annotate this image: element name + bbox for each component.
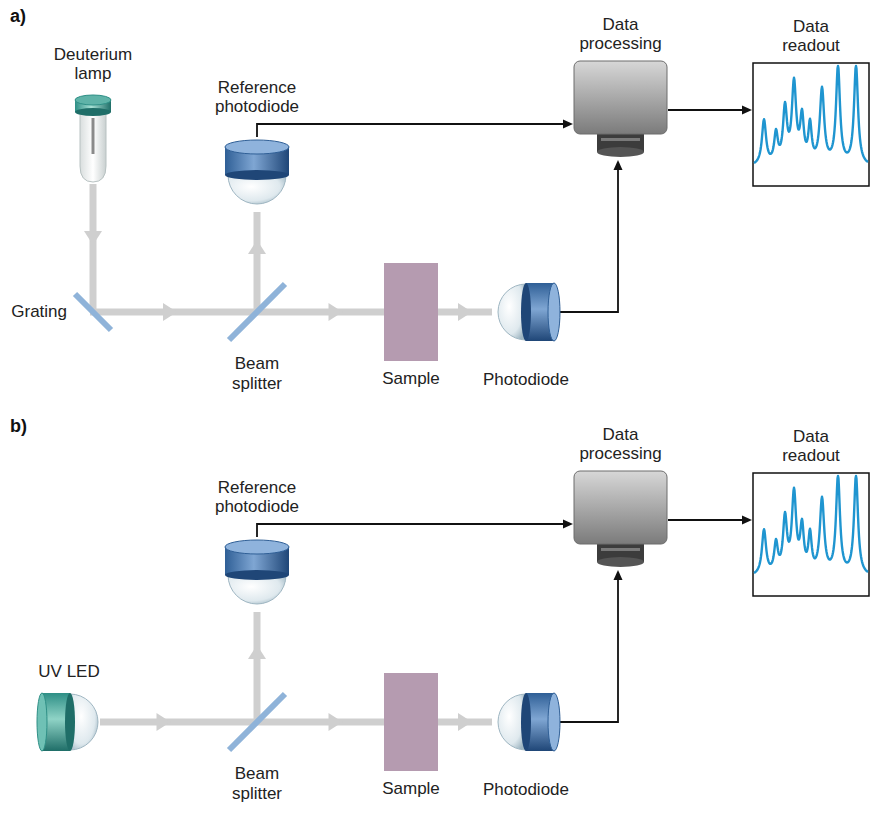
readout-display: Data readout xyxy=(752,62,870,187)
connector-line xyxy=(668,109,743,111)
panel-letter: a) xyxy=(10,6,26,27)
dp-icon xyxy=(573,470,668,570)
splitter-icon xyxy=(227,282,287,342)
arrow-head xyxy=(458,713,472,731)
reference-detector: Reference photodiode xyxy=(222,137,292,212)
light-source: UV LED xyxy=(38,690,100,754)
arrow-head xyxy=(248,240,266,254)
arrow-head xyxy=(84,231,102,245)
refpd-icon xyxy=(222,137,292,212)
component-label: Photodiode xyxy=(483,370,569,390)
component-label: Deuterium lamp xyxy=(47,45,139,84)
arrow-head xyxy=(742,516,752,525)
grating-optic: Grating xyxy=(73,292,113,332)
light-beam xyxy=(113,303,227,321)
signal-arrow xyxy=(257,520,573,538)
light-beam xyxy=(287,713,384,731)
led-icon xyxy=(38,690,100,754)
beam-splitter: Beam splitter xyxy=(227,282,287,342)
readout-icon xyxy=(752,472,870,597)
arrow-head xyxy=(329,713,343,731)
component-label: Sample xyxy=(382,779,440,799)
component-label: Data readout xyxy=(771,427,851,466)
signal-arrow xyxy=(560,570,623,722)
arrow-head xyxy=(329,303,343,321)
processor-box: Data processing xyxy=(573,470,668,570)
light-beam xyxy=(438,713,492,731)
lamp-icon xyxy=(72,92,114,184)
signal-arrow xyxy=(668,106,752,115)
arrow-head xyxy=(248,645,266,659)
component-label: Sample xyxy=(382,369,440,389)
arrow-head xyxy=(742,106,752,115)
arrow-head xyxy=(163,303,177,321)
component-label: Beam splitter xyxy=(217,354,297,393)
arrow-head xyxy=(614,570,623,580)
processor-box: Data processing xyxy=(573,60,668,160)
readout-display: Data readout xyxy=(752,472,870,597)
component-label: Data readout xyxy=(771,17,851,56)
reference-detector: Reference photodiode xyxy=(222,537,292,612)
component-label: Photodiode xyxy=(483,780,569,800)
readout-icon xyxy=(752,62,870,187)
connector-line xyxy=(560,169,618,312)
component-label: Beam splitter xyxy=(217,764,297,803)
sample-cell: Sample xyxy=(384,673,438,771)
refpd-icon xyxy=(222,537,292,612)
connector-line xyxy=(560,579,618,722)
connector-line xyxy=(668,519,743,521)
beam-splitter: Beam splitter xyxy=(227,692,287,752)
light-beam xyxy=(287,303,384,321)
arrow-head xyxy=(563,120,573,129)
light-beam xyxy=(100,713,227,731)
sample-icon xyxy=(384,263,438,361)
dp-icon xyxy=(573,60,668,160)
component-label: Data processing xyxy=(571,15,671,54)
sample-cell: Sample xyxy=(384,263,438,361)
pd-icon xyxy=(492,280,560,344)
panel-letter: b) xyxy=(10,416,27,437)
connector-line xyxy=(257,124,564,137)
component-label: UV LED xyxy=(38,662,99,682)
arrow-head xyxy=(157,713,171,731)
signal-arrow xyxy=(257,120,573,138)
sample-icon xyxy=(384,673,438,771)
detector: Photodiode xyxy=(492,280,560,344)
signal-arrow xyxy=(560,160,623,312)
component-label: Grating xyxy=(11,302,67,322)
light-beam xyxy=(248,612,266,692)
light-beam xyxy=(438,303,492,321)
pd-icon xyxy=(492,690,560,754)
arrow-head xyxy=(614,160,623,170)
light-source: Deuterium lamp xyxy=(72,92,114,184)
splitter-icon xyxy=(227,692,287,752)
component-label: Reference photodiode xyxy=(201,78,313,117)
arrow-head xyxy=(563,520,573,529)
arrow-head xyxy=(458,303,472,321)
component-label: Data processing xyxy=(571,425,671,464)
connector-line xyxy=(257,524,564,537)
grating-icon xyxy=(73,292,113,332)
component-label: Reference photodiode xyxy=(201,478,313,517)
detector: Photodiode xyxy=(492,690,560,754)
light-beam xyxy=(84,184,102,292)
light-beam xyxy=(248,212,266,282)
signal-arrow xyxy=(668,516,752,525)
